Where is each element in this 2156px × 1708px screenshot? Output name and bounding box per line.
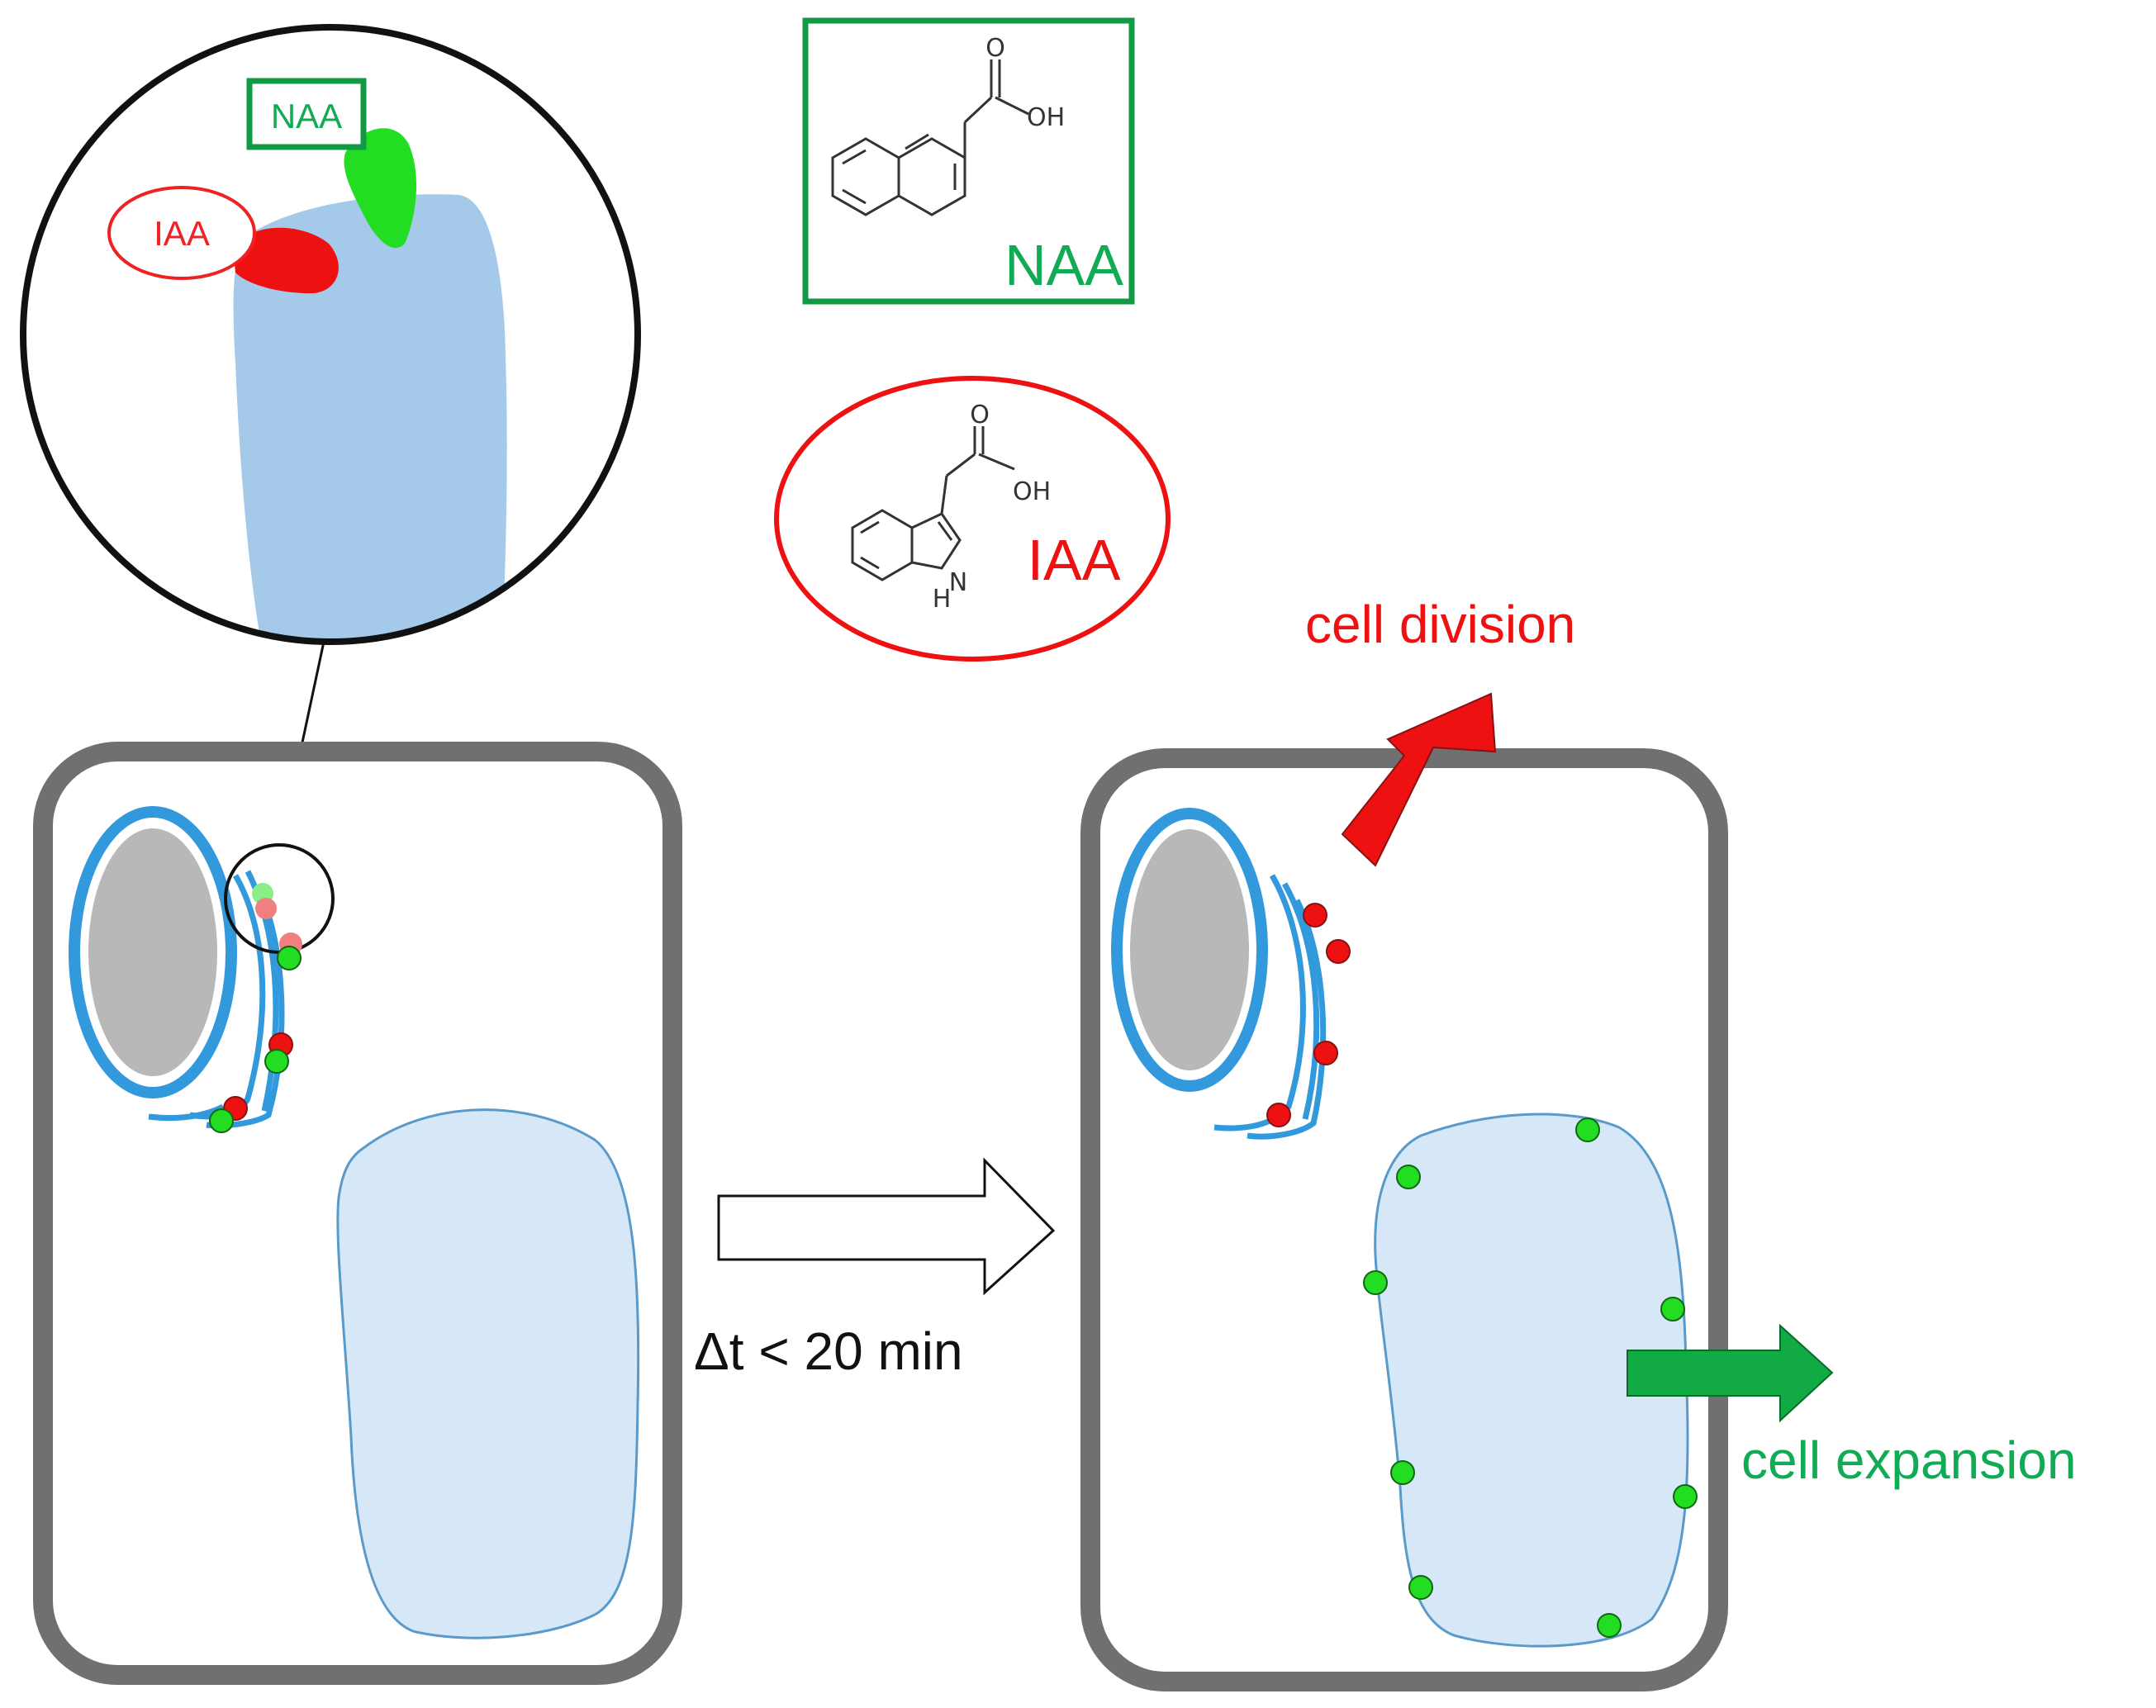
right-cell — [1080, 748, 1728, 1691]
right-nucleus — [1130, 829, 1249, 1070]
right-naa-dot — [1390, 1460, 1415, 1485]
cell-expansion-annotation: cell expansion — [1626, 1323, 2077, 1490]
right-naa-dot — [1597, 1613, 1622, 1638]
naa-structure-label: NAA — [1004, 233, 1123, 297]
naa-skeleton — [831, 59, 1029, 216]
left-faded-iaa-dot — [255, 898, 277, 919]
left-naa-dot — [209, 1108, 234, 1133]
left-vacuole — [336, 1108, 640, 1639]
right-iaa-dot — [1313, 1041, 1338, 1065]
iaa-molecule-blob — [233, 227, 339, 294]
zoom-circle-outline — [20, 24, 641, 645]
cell-expansion-arrow — [1626, 1323, 1834, 1423]
naa-atom-o: O — [985, 34, 1005, 63]
right-er-cisternae — [1213, 874, 1327, 1140]
cell-expansion-label: cell expansion — [1741, 1430, 2077, 1490]
zoom-naa-label: NAA — [271, 97, 342, 135]
transition-arrow — [717, 1157, 1056, 1296]
naa-structure-box — [802, 17, 1135, 305]
zoom-inset: NAA IAA — [20, 24, 641, 852]
iaa-atom-n: N — [949, 568, 967, 597]
iaa-structure-label: IAA — [1028, 528, 1121, 592]
er-tubule-closeup — [233, 194, 507, 642]
iaa-skeleton — [851, 426, 1015, 581]
iaa-structure-panel: O OH H N IAA — [774, 376, 1171, 662]
naa-molecule-blob — [344, 128, 417, 249]
right-naa-dot — [1660, 1297, 1685, 1321]
right-naa-dot — [1575, 1117, 1600, 1142]
right-iaa-dot — [1266, 1103, 1291, 1127]
right-iaa-dot — [1303, 903, 1327, 928]
naa-atom-oh: OH — [1027, 103, 1065, 132]
right-nuclear-envelope — [1111, 808, 1268, 1092]
iaa-atom-o: O — [970, 401, 990, 429]
left-cell — [33, 742, 682, 1685]
zoom-iaa-label-ellipse — [107, 186, 256, 280]
iaa-structure-ellipse — [774, 376, 1171, 662]
right-vacuole — [1374, 1113, 1689, 1648]
cell-division-annotation: cell division — [1305, 595, 1575, 867]
iaa-atom-nh: H — [933, 585, 952, 614]
time-transition: Δt < 20 min — [694, 1157, 1056, 1381]
time-label: Δt < 20 min — [694, 1321, 963, 1381]
cell-division-label: cell division — [1305, 595, 1575, 654]
left-nuclear-envelope — [69, 806, 237, 1098]
cell-division-arrow — [1341, 692, 1497, 867]
left-nucleus — [88, 828, 217, 1076]
left-naa-dot — [264, 1049, 289, 1074]
iaa-atom-oh: OH — [1013, 477, 1051, 506]
zoom-naa-label-box — [246, 78, 367, 150]
right-iaa-dot — [1326, 939, 1351, 964]
right-naa-dot — [1363, 1270, 1388, 1295]
right-naa-dot — [1396, 1165, 1421, 1189]
zoom-iaa-label: IAA — [154, 214, 210, 253]
left-naa-dot — [277, 946, 302, 970]
naa-structure-panel: O OH NAA — [802, 17, 1135, 305]
right-naa-dot — [1408, 1575, 1433, 1600]
right-naa-dot — [1673, 1484, 1698, 1509]
